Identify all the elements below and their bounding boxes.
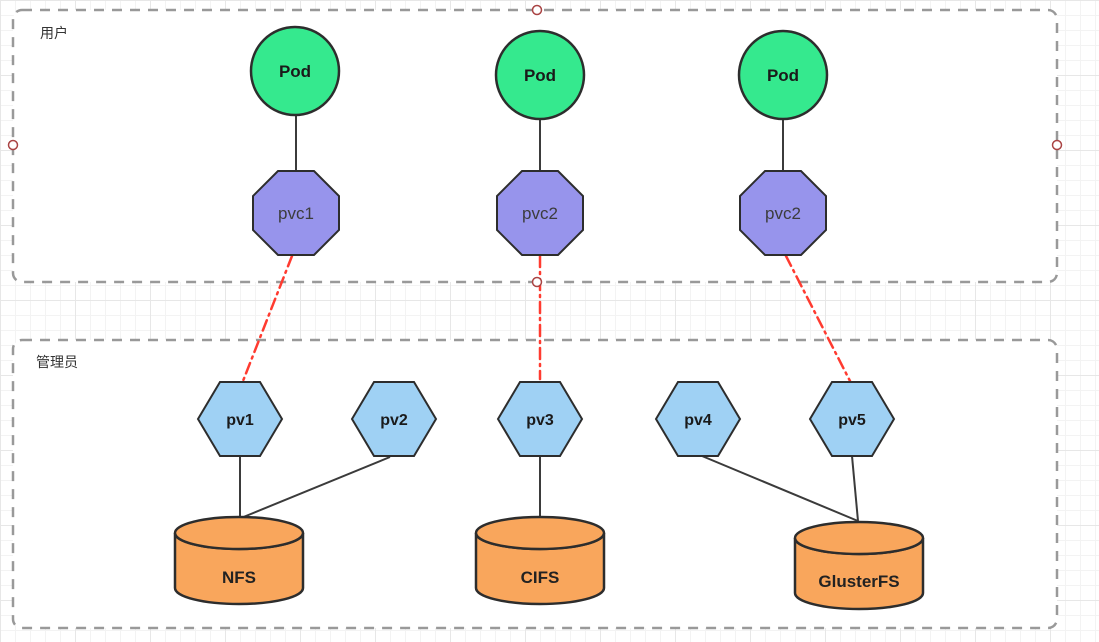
- pv-5-label: pv5: [838, 412, 866, 429]
- node-storage-cifs[interactable]: CIFS: [474, 515, 606, 606]
- connection-point-bottom[interactable]: [531, 276, 543, 288]
- node-pvc-2[interactable]: pvc2: [496, 170, 584, 256]
- zone-user-label: 用户: [40, 25, 68, 41]
- nfs-cylinder-top[interactable]: [173, 515, 305, 551]
- pvc-1-label: pvc1: [278, 204, 314, 223]
- pv-1-label: pv1: [226, 412, 254, 429]
- glusterfs-label: GlusterFS: [818, 572, 899, 591]
- edge-pv2-nfs[interactable]: [240, 456, 391, 519]
- pv-3-shape[interactable]: [496, 381, 584, 457]
- connection-point-right[interactable]: [1051, 139, 1063, 151]
- pod-3-label: Pod: [767, 66, 799, 85]
- cifs-cylinder-top[interactable]: [474, 515, 606, 551]
- pv-1-shape[interactable]: [196, 381, 284, 457]
- pod-1-shape[interactable]: [249, 25, 341, 117]
- pod-2-label: Pod: [524, 66, 556, 85]
- node-pvc-3[interactable]: pvc2: [739, 170, 827, 256]
- connection-point-left[interactable]: [7, 139, 19, 151]
- edge-pv5-glusterfs[interactable]: [851, 455, 859, 522]
- pvc-1-shape[interactable]: [252, 170, 340, 256]
- pv-4-label: pv4: [684, 412, 712, 429]
- edge-pv4-glusterfs[interactable]: [701, 455, 859, 522]
- pod-3-shape[interactable]: [737, 29, 829, 121]
- glusterfs-cylinder-top[interactable]: [793, 520, 925, 556]
- pv-2-shape[interactable]: [350, 381, 438, 457]
- node-pv-2[interactable]: pv2: [350, 381, 438, 457]
- node-pvc-1[interactable]: pvc1: [252, 170, 340, 256]
- pvc-2-shape[interactable]: [496, 170, 584, 256]
- pv-4-shape[interactable]: [654, 381, 742, 457]
- node-pv-4[interactable]: pv4: [654, 381, 742, 457]
- node-pod-3[interactable]: Pod: [737, 29, 829, 121]
- node-pod-1[interactable]: Pod: [249, 25, 341, 117]
- pod-1-label: Pod: [279, 62, 311, 81]
- node-storage-glusterfs[interactable]: GlusterFS: [793, 520, 925, 611]
- cifs-label: CIFS: [521, 568, 560, 587]
- zone-admin-label: 管理员: [36, 354, 78, 370]
- bind-edge-pvc1-pv1[interactable]: [241, 254, 294, 383]
- node-pod-2[interactable]: Pod: [494, 29, 586, 121]
- node-storage-nfs[interactable]: NFS: [173, 515, 305, 606]
- pvc-2-label: pvc2: [522, 204, 558, 223]
- bind-edge-pvc2b-pv5[interactable]: [784, 254, 852, 383]
- pv-5-shape[interactable]: [808, 381, 896, 457]
- connection-point-top[interactable]: [531, 4, 543, 16]
- pv-3-label: pv3: [526, 412, 554, 429]
- pod-2-shape[interactable]: [494, 29, 586, 121]
- nfs-label: NFS: [222, 568, 256, 587]
- node-pv-5[interactable]: pv5: [808, 381, 896, 457]
- node-pv-3[interactable]: pv3: [496, 381, 584, 457]
- pv-2-label: pv2: [380, 412, 408, 429]
- node-pv-1[interactable]: pv1: [196, 381, 284, 457]
- pvc-3-label: pvc2: [765, 204, 801, 223]
- pvc-3-shape[interactable]: [739, 170, 827, 256]
